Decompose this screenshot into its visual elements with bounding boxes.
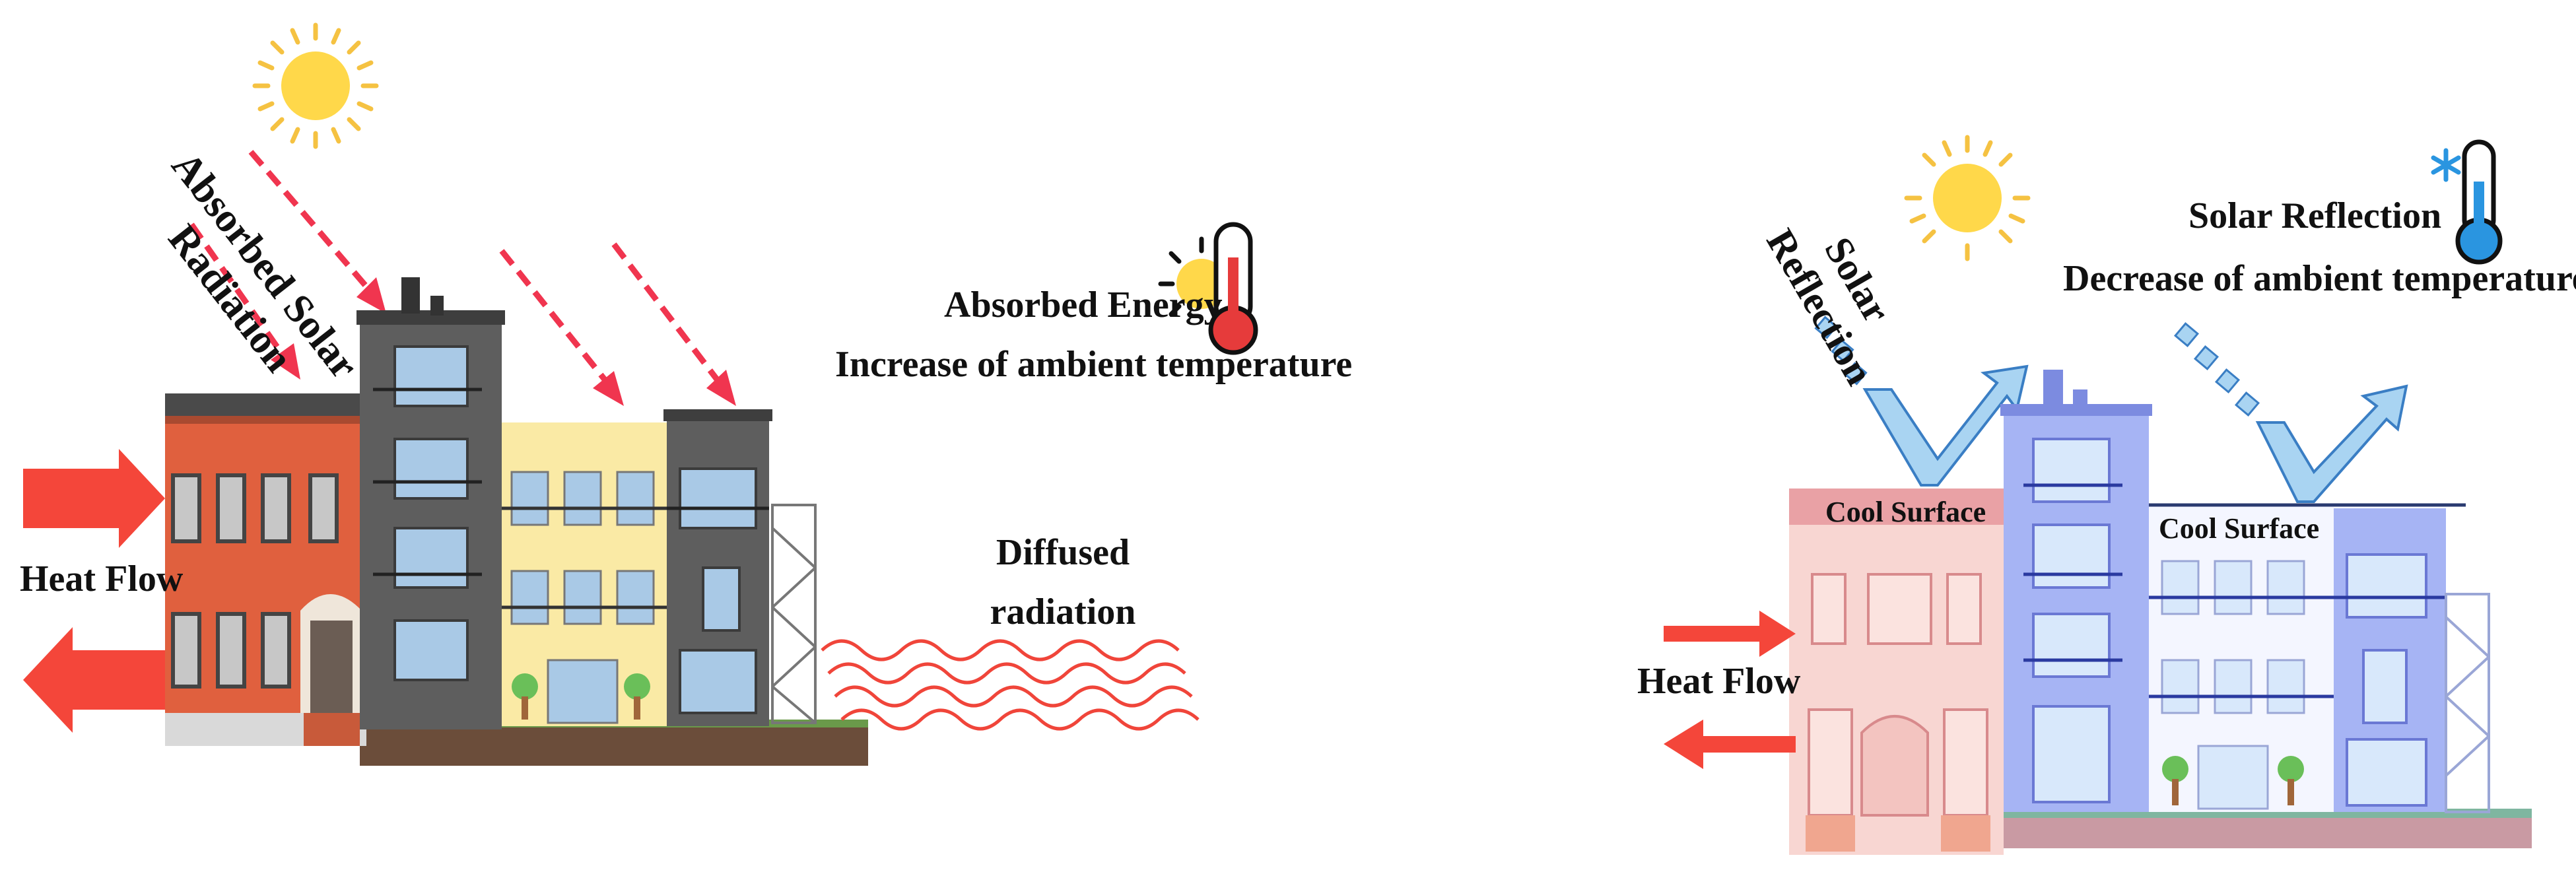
ground-strip [360,723,868,766]
right-dark-building [663,409,772,726]
blue-tall-building [2000,370,2152,812]
right-blue-building [2334,508,2446,812]
cool-surface-label-1: Cool Surface [1825,496,1986,528]
heat-flow-arrows-right [1664,611,1796,769]
heat-flow-label-left: Heat Flow [20,558,184,599]
thermometer-cold-icon [2455,139,2503,265]
sun-icon [1904,135,2031,261]
brick-building [165,393,366,746]
cream-building [502,422,670,726]
ground-strip-right [1977,815,2532,848]
decrease-temp-label: Decrease of ambient temperature [2063,258,2576,299]
white-building [2149,503,2466,812]
cool-surface-label-2: Cool Surface [2159,512,2319,545]
svg-text:Solar Reflection: Solar Reflection [1758,199,1922,392]
fire-escape-stairs [771,504,817,724]
radiation-arrow [499,249,610,385]
radiation-arrow [611,242,722,385]
reflection-arrow-1 [1862,364,2029,487]
increase-temp-label: Increase of ambient temperature [835,344,1352,385]
reflection-arrow-2 [2255,384,2408,503]
dark-grey-building [356,277,505,729]
radiation-arrow [248,150,372,292]
heat-flow-arrows-left [23,449,165,733]
reflection-squares [1814,316,2260,417]
pink-building [1789,489,2004,855]
heat-out-arrow [23,627,165,733]
solar-reflection-label: Solar Reflection [2188,195,2441,236]
radiation-arrowheads [271,277,736,406]
incoming-radiation-arrows [189,150,722,385]
diffused-label: Diffused [996,532,1130,573]
snowflake-icon [2431,148,2461,182]
radiation-label: radiation [990,591,1136,632]
fire-escape-stairs-right [2445,593,2490,813]
reflection-arrows [1862,364,2408,503]
heat-flow-label-right: Heat Flow [1637,661,1801,702]
sun-icon [252,22,379,149]
radiation-arrow [189,222,287,358]
heat-in-arrow [1664,611,1796,657]
heat-out-arrow [1664,720,1796,769]
right-panel: Solar Reflection Solar Reflection Decrea… [1637,135,2576,855]
absorbed-energy-label: Absorbed Energy [944,285,1223,325]
diffused-radiation-waves [821,639,1200,731]
heat-in-arrow [23,449,165,548]
left-panel: Absorbed Solar Radiation Absorbed Energy… [20,22,1352,766]
thermometer-hot-icon [1158,222,1258,355]
svg-text:Absorbed Solar Radiation: Absorbed Solar Radiation [125,144,373,424]
